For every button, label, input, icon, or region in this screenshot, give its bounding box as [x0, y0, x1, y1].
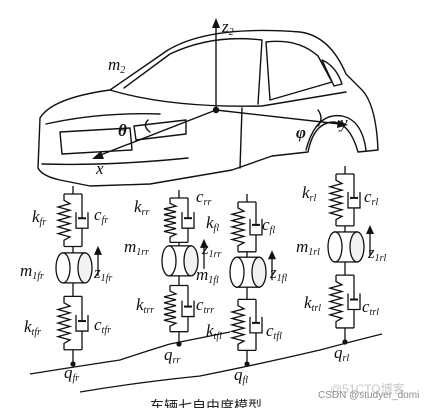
damper-rr-label: crr	[196, 187, 212, 208]
tire-spring-fr	[55, 296, 73, 350]
damper-fl-label: cfl	[262, 215, 276, 236]
roll-angle-label: φ	[296, 123, 306, 142]
z2-axis-label: z2	[222, 17, 234, 38]
road-contact-fr	[70, 361, 76, 367]
tire-spring-rr	[163, 285, 178, 332]
displacement-arrow-fl	[268, 250, 276, 260]
tire-spring-fl-label: ktfl	[206, 321, 222, 342]
damper-fr-label: cfr	[94, 205, 109, 226]
tire-damper-fr-label: ctfr	[94, 315, 111, 336]
tire-damper-fl-label: ctfl	[266, 321, 282, 342]
road-contact-rl	[342, 339, 348, 345]
site-watermark: @51CTO博客	[330, 382, 405, 396]
grille	[59, 127, 133, 155]
y-arrowhead	[337, 120, 348, 128]
suspension-spring-rl	[327, 174, 345, 226]
tire-damper-rr	[181, 285, 195, 332]
center-of-mass-dot	[212, 106, 220, 114]
csdn-watermark: CSDN @studyer_domi	[318, 390, 420, 401]
displacement-arrow-fr	[94, 245, 102, 255]
door-line	[239, 107, 243, 169]
bumper-line	[41, 157, 189, 166]
suspension-damper-rl	[347, 174, 361, 226]
x-axis	[97, 109, 217, 157]
theta-rotation-arrow	[144, 119, 151, 133]
tire-damper-rr-label: ctrr	[196, 295, 215, 316]
headlight	[133, 119, 187, 141]
figure-caption: 车辆七自由度模型	[150, 398, 262, 408]
wheel-assembly-fl	[229, 194, 276, 367]
road-input-fr-label: qfr	[64, 363, 80, 384]
y-axis-label: y	[340, 113, 348, 132]
road-input-fl-label: qfl	[234, 365, 249, 386]
side-window-rear	[321, 59, 343, 87]
displacement-arrow-rr	[200, 238, 208, 248]
tire-damper-rl	[347, 275, 361, 328]
sprung-mass-label: m2	[108, 55, 126, 76]
rear-wheel-arch	[305, 114, 367, 151]
tire-damper-rl-label: ctrl	[362, 297, 379, 318]
unsprung-mass-fr-label: m1fr	[20, 261, 44, 282]
suspension-spring-fr	[55, 194, 73, 247]
spring-rl-label: krl	[302, 183, 317, 204]
damper-rl-label: crl	[364, 187, 379, 208]
road-input-rl-label: qrl	[334, 343, 350, 364]
unsprung-mass-rl-label: m1rl	[296, 237, 320, 258]
wheel-assembly-rl	[327, 166, 374, 345]
tire-spring-rl-label: ktrl	[304, 293, 321, 314]
wheel-assembly-rr	[161, 190, 208, 347]
tire-damper-fl	[249, 299, 263, 351]
x-arrowhead	[92, 151, 104, 159]
pitch-angle-label: θ	[118, 121, 127, 140]
displacement-arrow-rl	[366, 224, 374, 234]
car-body-outline	[37, 29, 379, 187]
y-axis	[215, 109, 341, 125]
spring-fr-label: kfr	[32, 207, 47, 228]
suspension-spring-fl	[229, 202, 247, 252]
tire-spring-rr-label: ktrr	[136, 295, 155, 316]
road-input-rr-label: qrr	[164, 345, 181, 366]
x-axis-label: x	[96, 159, 104, 178]
wheel-assembly-fr	[55, 186, 102, 367]
suspension-damper-fl	[249, 202, 263, 252]
road-contact-rr	[176, 341, 182, 347]
wheel-assemblies	[55, 166, 374, 367]
wheel-disp-fl-label: z1fl	[270, 263, 288, 284]
tire-spring-fl	[229, 299, 247, 351]
windshield	[123, 37, 263, 105]
suspension-spring-rr	[163, 198, 178, 243]
car-hood-line	[45, 113, 161, 125]
spring-fl-label: kfl	[206, 213, 220, 234]
suspension-damper-rr	[181, 198, 195, 243]
spring-rr-label: krr	[134, 197, 150, 218]
tire-spring-fr-label: ktfr	[24, 317, 41, 338]
wheel-disp-fr-label: z1fr	[94, 263, 113, 284]
wheel-disp-rl-label: z1rl	[368, 243, 387, 264]
tire-spring-rl	[327, 275, 345, 328]
road-profile-front	[29, 331, 231, 375]
unsprung-mass-fl-label: m1fl	[196, 265, 219, 286]
z2-arrowhead	[212, 18, 220, 28]
wheel-disp-rr-label: z1rr	[202, 239, 222, 260]
phi-rotation-arrow	[317, 109, 322, 127]
suspension-damper-fr	[75, 194, 89, 247]
tire-damper-fr	[75, 296, 89, 350]
unsprung-mass-rr-label: m1rr	[124, 237, 150, 258]
road-contact-fl	[244, 361, 250, 367]
side-window-front	[265, 40, 333, 101]
car-roof-line	[109, 89, 347, 107]
